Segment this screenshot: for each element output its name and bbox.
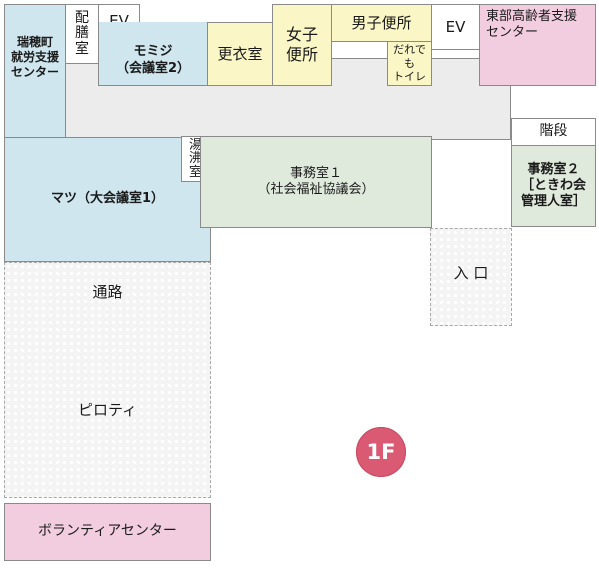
room-label: だれでも トイレ [393,42,426,84]
floor-badge-label: 1F [366,440,396,464]
floor-badge: 1F [356,427,406,477]
stairs: 階段 [511,118,596,146]
passageway-piloti: 通路 ピロティ [4,262,211,498]
room-mizuho-employment-center: 瑞穂町 就労支援 センター [4,4,66,138]
room-label: 湯 沸 室 [188,137,202,180]
room-momiji: モミジ （会議室2） [98,22,208,86]
room-label: モミジ （会議室2） [115,44,191,76]
room-mens-restroom: 男子便所 [331,4,432,42]
room-label: 事務室２ ［ときわ会 管理人室］ [520,161,586,210]
room-haizen: 配 膳 室 [65,4,99,64]
room-label: 入 口 [453,263,489,282]
room-label: 女子 便所 [285,25,318,64]
room-office-2: 事務室２ ［ときわ会 管理人室］ [511,145,596,227]
room-label: EV [445,17,466,36]
room-tobu-elderly-support-center: 東部高齢者支援 センター [479,4,596,86]
room-label: マツ（大会議室1） [50,191,165,207]
room-accessible-toilet: だれでも トイレ [387,41,432,86]
room-womens-restroom: 女子 便所 [272,4,332,86]
room-matsu-large-meeting: マツ（大会議室1） [4,137,211,262]
room-office-1: 事務室１ （社会福祉協議会） [200,136,432,228]
room-volunteer-center: ボランティアセンター [4,503,211,561]
room-label: 東部高齢者支援 センター [486,9,578,41]
room-label: 瑞穂町 就労支援 センター [10,35,59,79]
elevator-right: EV [431,4,480,50]
room-label: ボランティアセンター [38,523,177,540]
room-label: 更衣室 [217,44,263,63]
room-label: 配 膳 室 [75,9,89,57]
room-label: 男子便所 [351,13,412,32]
passage-label: 通路 [92,283,123,301]
room-locker: 更衣室 [207,22,273,86]
room-label: 階段 [539,123,568,140]
piloti-label: ピロティ [77,401,138,419]
entrance: 入 口 [430,228,512,326]
room-label: 事務室１ （社会福祉協議会） [257,165,375,197]
